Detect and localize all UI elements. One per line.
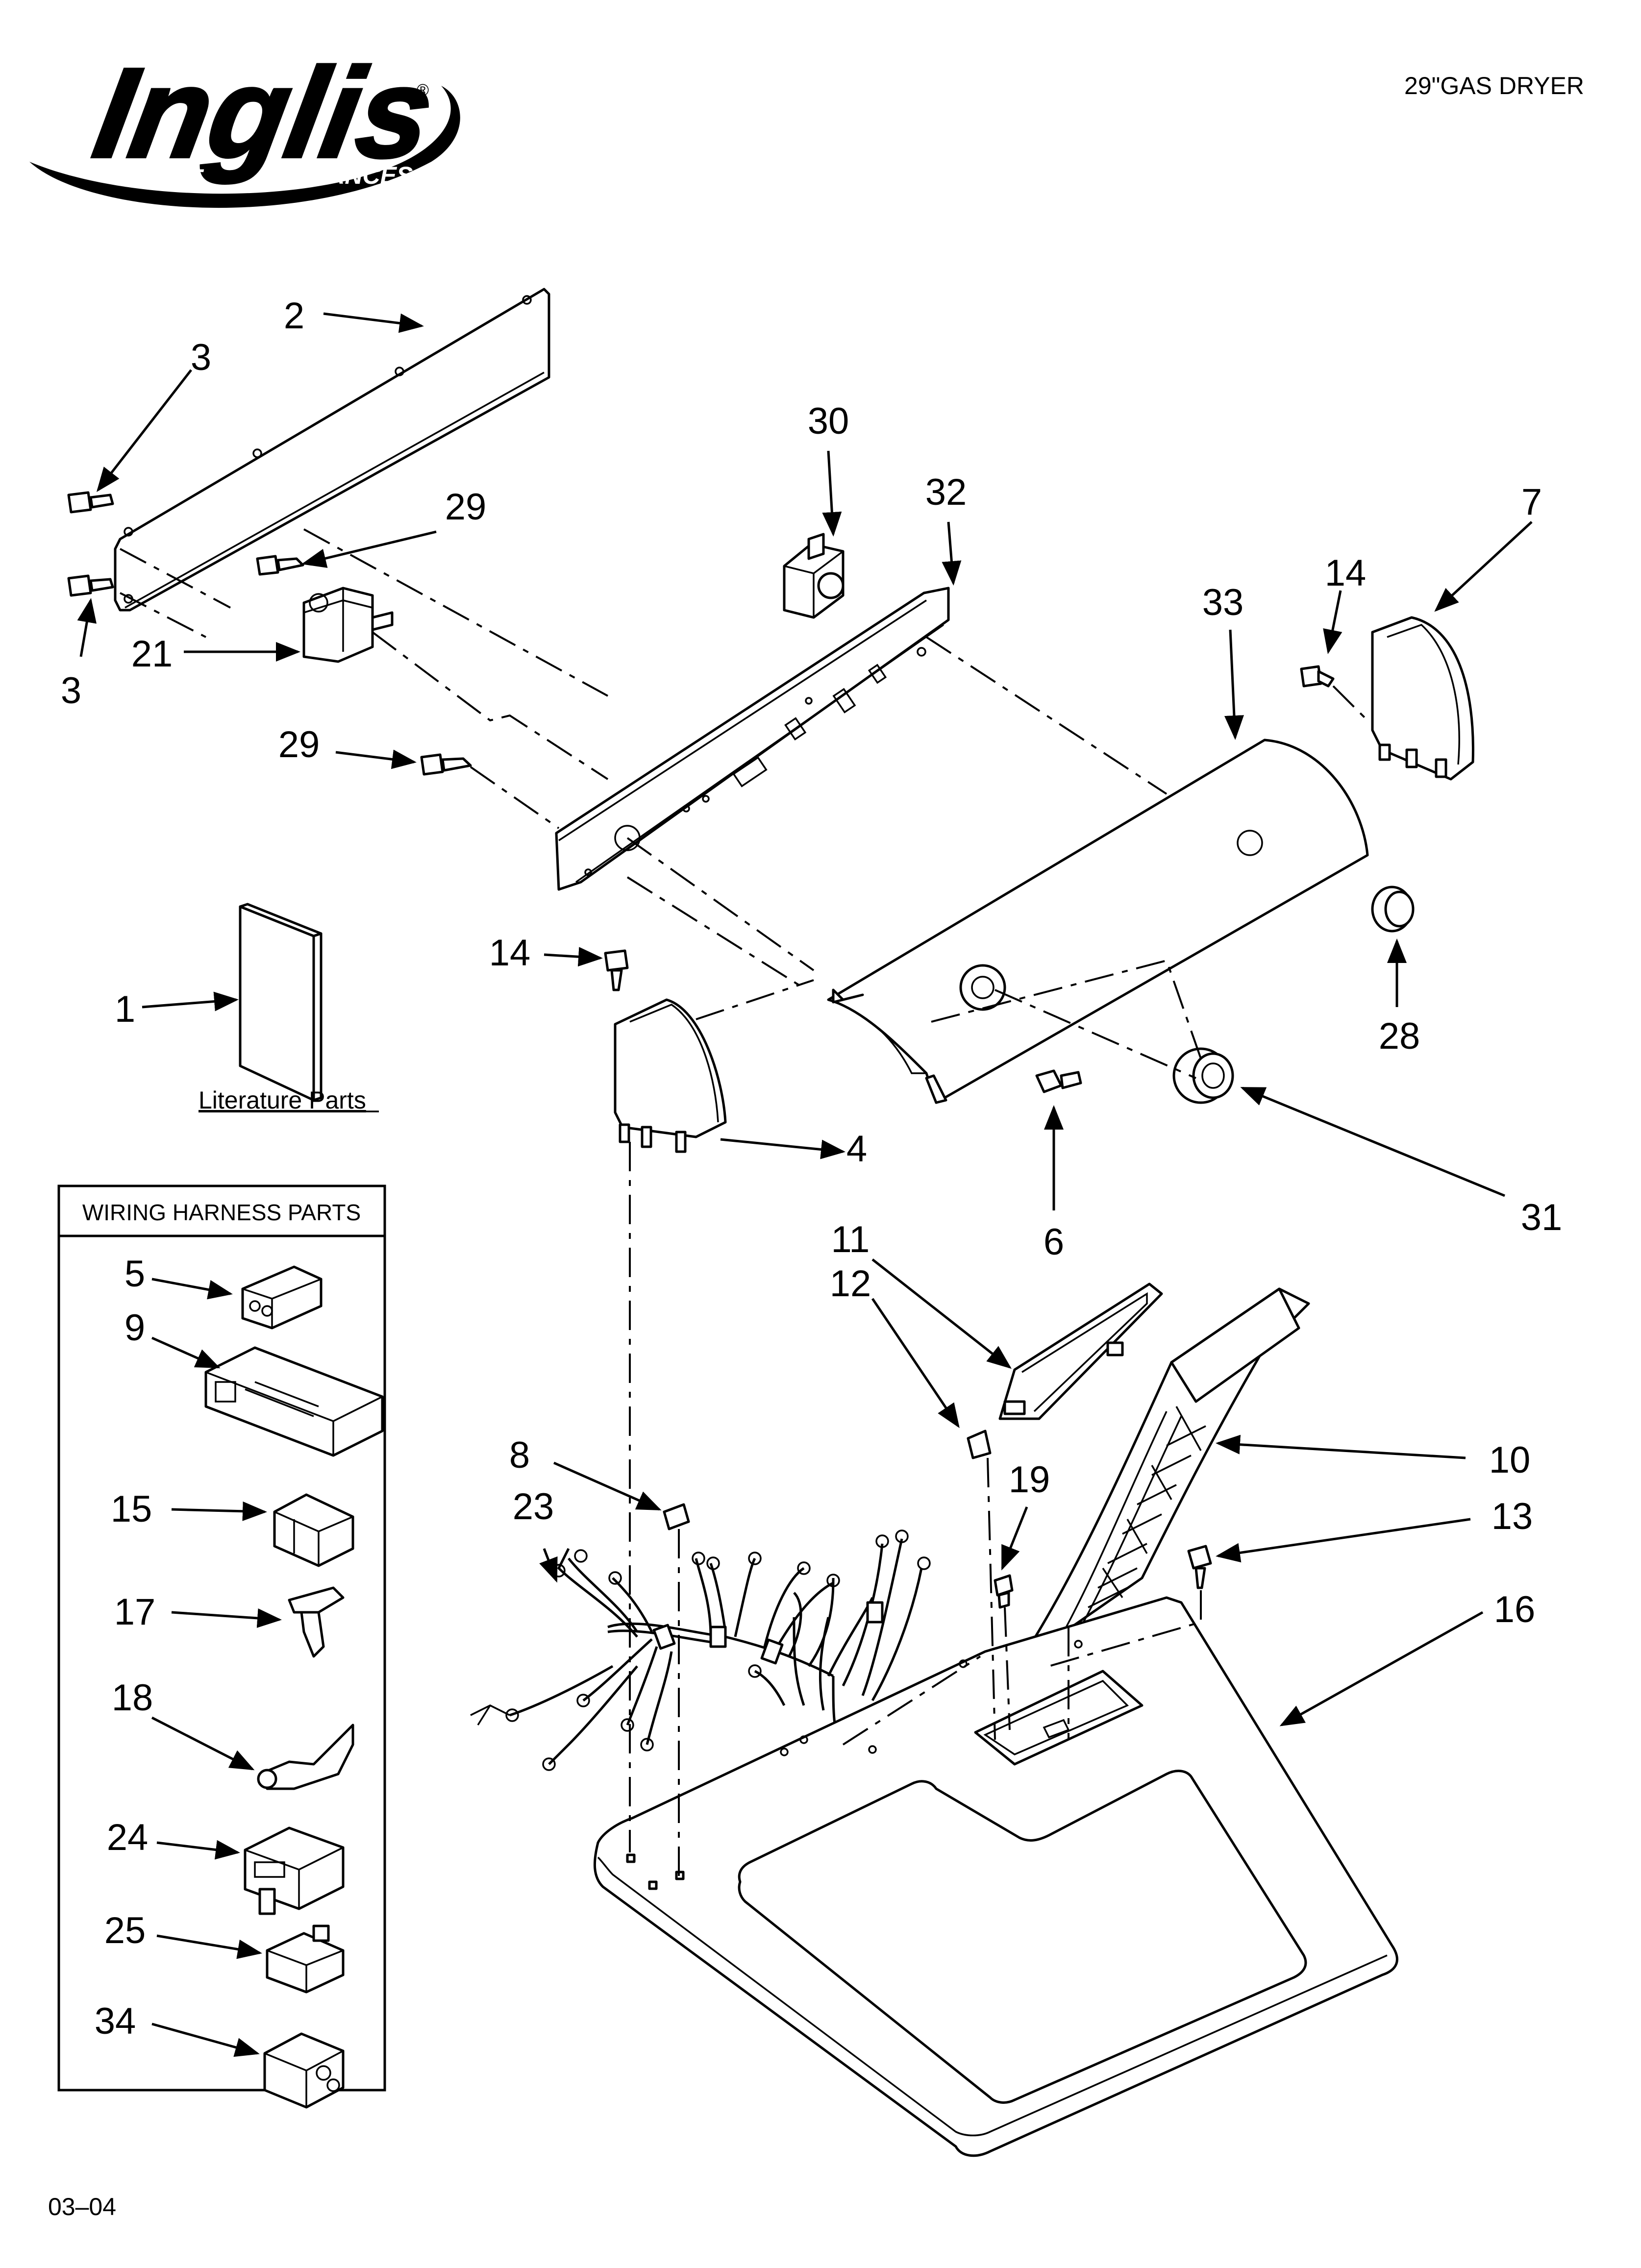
callout-10: 10 [1489,1439,1531,1481]
part-screw-29-lower [420,753,472,776]
part-top-base-16 [593,1596,1398,2157]
callout-24: 24 [107,1817,149,1858]
callout-1: 1 [115,988,135,1030]
callout-9: 9 [124,1307,145,1349]
callout-3-lower: 3 [61,670,81,712]
part-switch-30 [783,533,845,619]
callout-3-upper: 3 [191,337,211,378]
part-connector-block-9 [204,1346,384,1457]
part-end-cap-7 [1371,616,1474,781]
part-connector-24 [244,1826,345,1915]
logo-registered-mark: ® [417,81,429,99]
model-title: 29"GAS DRYER [1404,72,1584,99]
callout-34: 34 [95,2000,136,2042]
logo-wordmark: Inglis [85,42,443,185]
part-connector-15 [273,1493,354,1567]
callout-19: 19 [1009,1459,1050,1501]
part-screw-14-upper [1300,665,1335,688]
callout-25: 25 [104,1910,146,1951]
part-screw-14-lower [604,949,629,991]
callout-23: 23 [513,1486,554,1528]
part-literature-1 [239,903,323,1102]
callout-31: 31 [1521,1197,1563,1238]
footer-code: 03–04 [48,2193,116,2220]
callout-18: 18 [112,1677,153,1719]
callout-21: 21 [131,633,173,675]
logo-sub-appliances: APPLIANCES [254,162,413,189]
part-console-33 [827,739,1369,1104]
wiring-box-title: WIRING HARNESS PARTS [82,1200,361,1225]
callout-4: 4 [846,1128,867,1170]
callout-14-upper: 14 [1325,552,1367,594]
callout-7: 7 [1521,481,1542,523]
part-screw-29-upper [256,555,304,576]
callout-16: 16 [1494,1589,1536,1630]
part-screw-13 [1187,1545,1212,1589]
logo-sub-home: HOME [130,164,204,192]
part-clip-8 [663,1503,690,1530]
callout-2: 2 [284,295,304,337]
callout-32: 32 [925,471,967,513]
callout-11: 11 [831,1219,870,1260]
callout-14-lower: 14 [489,932,531,974]
part-grommet-19 [994,1574,1014,1609]
part-control-bracket-32 [555,587,950,891]
part-wiring-harness-23 [470,1529,931,1771]
callout-12: 12 [830,1263,871,1305]
part-timer-21 [302,587,394,663]
part-knob-28 [1371,886,1415,933]
part-end-cap-4 [614,998,727,1153]
part-clip-12 [967,1430,992,1459]
assembly-guide-lines [120,528,1368,1877]
part-connector-25 [266,1924,345,1994]
part-clip-17 [288,1586,345,1658]
part-lint-duct-10 [1028,1287,1310,1658]
part-screw-3-lower [67,574,114,597]
leader-lines [77,312,1533,2057]
callout-17: 17 [114,1591,156,1633]
callout-29-lower: 29 [278,724,320,765]
part-screw-3-upper [67,491,114,514]
brand-logo: Inglis ® HOME APPLIANCES [29,40,460,208]
part-terminal-18 [257,1724,354,1790]
part-screw-6 [1035,1069,1082,1093]
wiring-harness-box [57,1184,386,2092]
callout-33: 33 [1202,582,1244,623]
callout-28: 28 [1379,1015,1420,1057]
callout-6: 6 [1044,1221,1064,1263]
part-rear-panel [114,288,550,612]
callout-13: 13 [1492,1496,1533,1537]
part-connector-5 [241,1265,323,1330]
callout-30: 30 [808,400,849,442]
callout-numbers: 2 3 3 29 21 29 30 32 33 14 7 28 31 6 4 1… [61,295,1562,2042]
callout-5: 5 [124,1253,145,1295]
part-knob-31 [1172,1047,1234,1104]
literature-label: Literature Parts [199,1086,366,1114]
callout-8: 8 [509,1434,530,1476]
part-lint-screen-11 [998,1282,1163,1420]
part-connector-34 [263,2032,345,2109]
callout-29-upper: 29 [445,486,487,528]
callout-15: 15 [111,1488,152,1530]
